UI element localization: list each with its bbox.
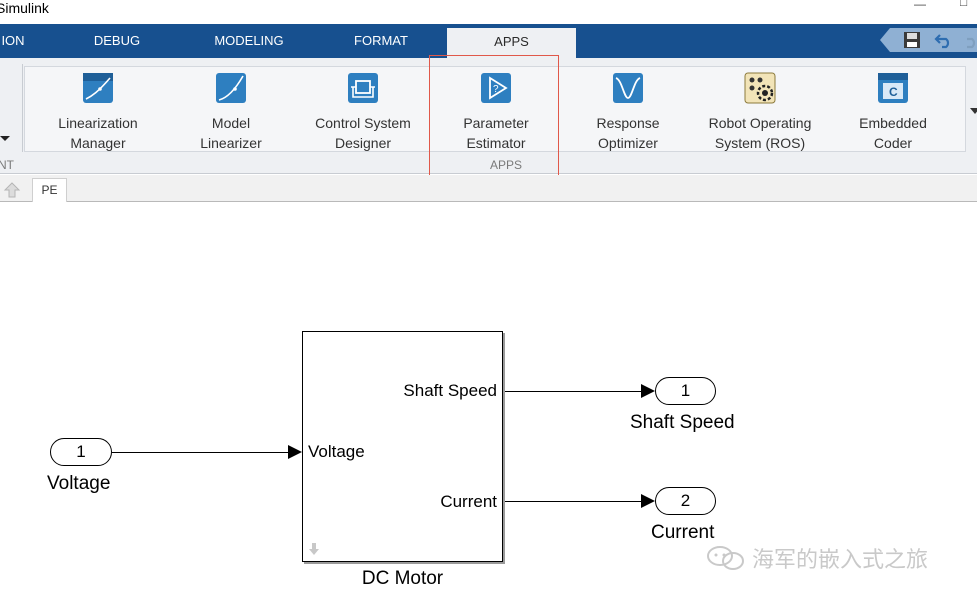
app-label-line2: Optimizer — [598, 135, 658, 151]
highlight-box — [429, 55, 559, 178]
linearization-manager-icon — [83, 73, 113, 103]
dc-motor-block[interactable]: Voltage Shaft Speed Current — [302, 331, 503, 562]
control-system-designer-icon — [348, 73, 378, 103]
svg-text:C: C — [889, 85, 898, 99]
up-arrow-icon[interactable] — [3, 181, 21, 199]
app-embedded-coder[interactable]: C Embedded Coder — [833, 72, 953, 153]
toolstrip-tabs: ION DEBUG MODELING FORMAT APPS — [0, 24, 977, 58]
gallery-expand-icon[interactable] — [970, 108, 977, 114]
arrowhead-icon — [288, 445, 302, 459]
look-under-mask-icon[interactable] — [307, 542, 321, 556]
app-response-optimizer[interactable]: Response Optimizer — [568, 72, 688, 153]
arrowhead-icon — [641, 494, 655, 508]
signal-line-current[interactable] — [505, 501, 641, 502]
parameter-estimator-icon: ? — [481, 73, 511, 103]
signal-line-voltage[interactable] — [112, 452, 288, 453]
signal-line-shaft-speed[interactable] — [505, 391, 641, 392]
outport-shaft-speed[interactable]: 1 — [655, 377, 716, 405]
app-label-line2: System (ROS) — [714, 135, 806, 151]
block-port-voltage: Voltage — [308, 442, 365, 461]
save-icon[interactable] — [902, 30, 922, 50]
app-label-line2: Estimator — [466, 135, 526, 151]
outport-current[interactable]: 2 — [655, 487, 716, 515]
app-parameter-estimator[interactable]: ? Parameter Estimator — [436, 72, 556, 153]
tab-debug[interactable]: DEBUG — [93, 33, 141, 48]
block-name-label[interactable]: DC Motor — [361, 568, 444, 589]
tab-model-pe[interactable]: PE — [32, 178, 67, 202]
tab-format[interactable]: FORMAT — [354, 33, 408, 48]
app-label-line2: Linearizer — [200, 135, 262, 151]
section-divider — [22, 64, 23, 152]
outport-label: Shaft Speed — [630, 412, 735, 433]
maximize-icon[interactable]: □ — [960, 0, 968, 9]
app-linearization-manager[interactable]: Linearization Manager — [38, 72, 158, 153]
app-ros[interactable]: Robot Operating System (ROS) — [700, 72, 820, 153]
app-label-line1: Response — [596, 115, 660, 131]
chevron-down-icon[interactable] — [0, 136, 10, 141]
svg-text:?: ? — [493, 84, 499, 95]
watermark-text: 海军的嵌入式之旅 — [752, 548, 929, 573]
app-model-linearizer[interactable]: Model Linearizer — [171, 72, 291, 153]
section-label-left: NT — [0, 158, 14, 172]
app-label-line2: Coder — [873, 135, 913, 151]
app-label-line1: Control System — [315, 115, 411, 131]
ros-icon — [744, 72, 776, 104]
response-optimizer-icon — [613, 73, 643, 103]
undo-icon[interactable] — [934, 31, 954, 49]
tab-modeling[interactable]: MODELING — [214, 33, 284, 48]
app-label-line1: Robot Operating — [708, 115, 812, 131]
block-port-shaft-speed: Shaft Speed — [403, 381, 497, 400]
app-label-line1: Model — [211, 115, 251, 131]
tab-apps[interactable]: APPS — [447, 28, 576, 58]
app-label-line1: Parameter — [463, 115, 529, 131]
block-port-current: Current — [440, 492, 497, 511]
inport-label: Voltage — [47, 473, 111, 494]
quick-access-toolbar — [890, 28, 977, 52]
redo-icon[interactable] — [964, 31, 977, 49]
app-label-line2: Manager — [70, 135, 126, 151]
inport-voltage[interactable]: 1 — [50, 438, 112, 466]
app-label-line2: Designer — [334, 135, 392, 151]
model-browser-bar: PE — [0, 175, 977, 202]
embedded-coder-icon: C — [878, 73, 908, 103]
app-control-system-designer[interactable]: Control System Designer — [303, 72, 423, 153]
arrowhead-icon — [641, 384, 655, 398]
toolstrip-ribbon: NT APPS Linearization Manager Model Line… — [0, 58, 977, 174]
quick-access-bar-edge — [880, 28, 890, 52]
app-label-line1: Linearization — [58, 115, 138, 131]
app-label-line1: Embedded — [859, 115, 927, 131]
tab-simulation[interactable]: ION — [1, 33, 25, 48]
outport-label: Current — [651, 522, 715, 543]
wechat-icon — [707, 546, 744, 570]
title-bar: Simulink — □ — [0, 0, 977, 24]
model-linearizer-icon — [216, 73, 246, 103]
section-label-apps: APPS — [490, 158, 523, 172]
model-canvas[interactable]: 1 Voltage Voltage Shaft Speed Current DC… — [0, 203, 977, 600]
watermark: 海军的嵌入式之旅 — [706, 543, 928, 573]
window-title: Simulink — [0, 0, 49, 16]
minimize-icon[interactable]: — — [914, 0, 926, 11]
